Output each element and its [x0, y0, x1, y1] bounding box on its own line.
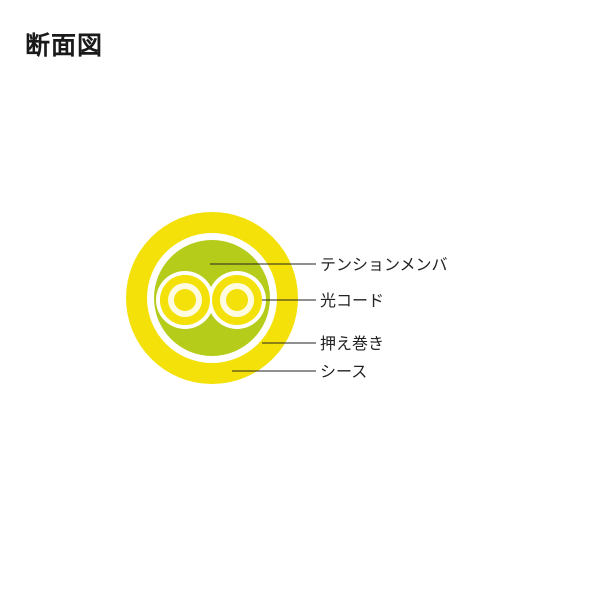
label-sheath: シース — [320, 362, 367, 381]
label-wrapping-tape: 押え巻き — [320, 334, 384, 353]
label-optical-cord: 光コード — [320, 291, 384, 310]
optical-fiber-right-front — [220, 283, 254, 317]
optical-fiber-left-front — [160, 275, 210, 325]
label-tension-member: テンションメンバ — [320, 255, 448, 274]
page-title: 断面図 — [25, 31, 104, 60]
